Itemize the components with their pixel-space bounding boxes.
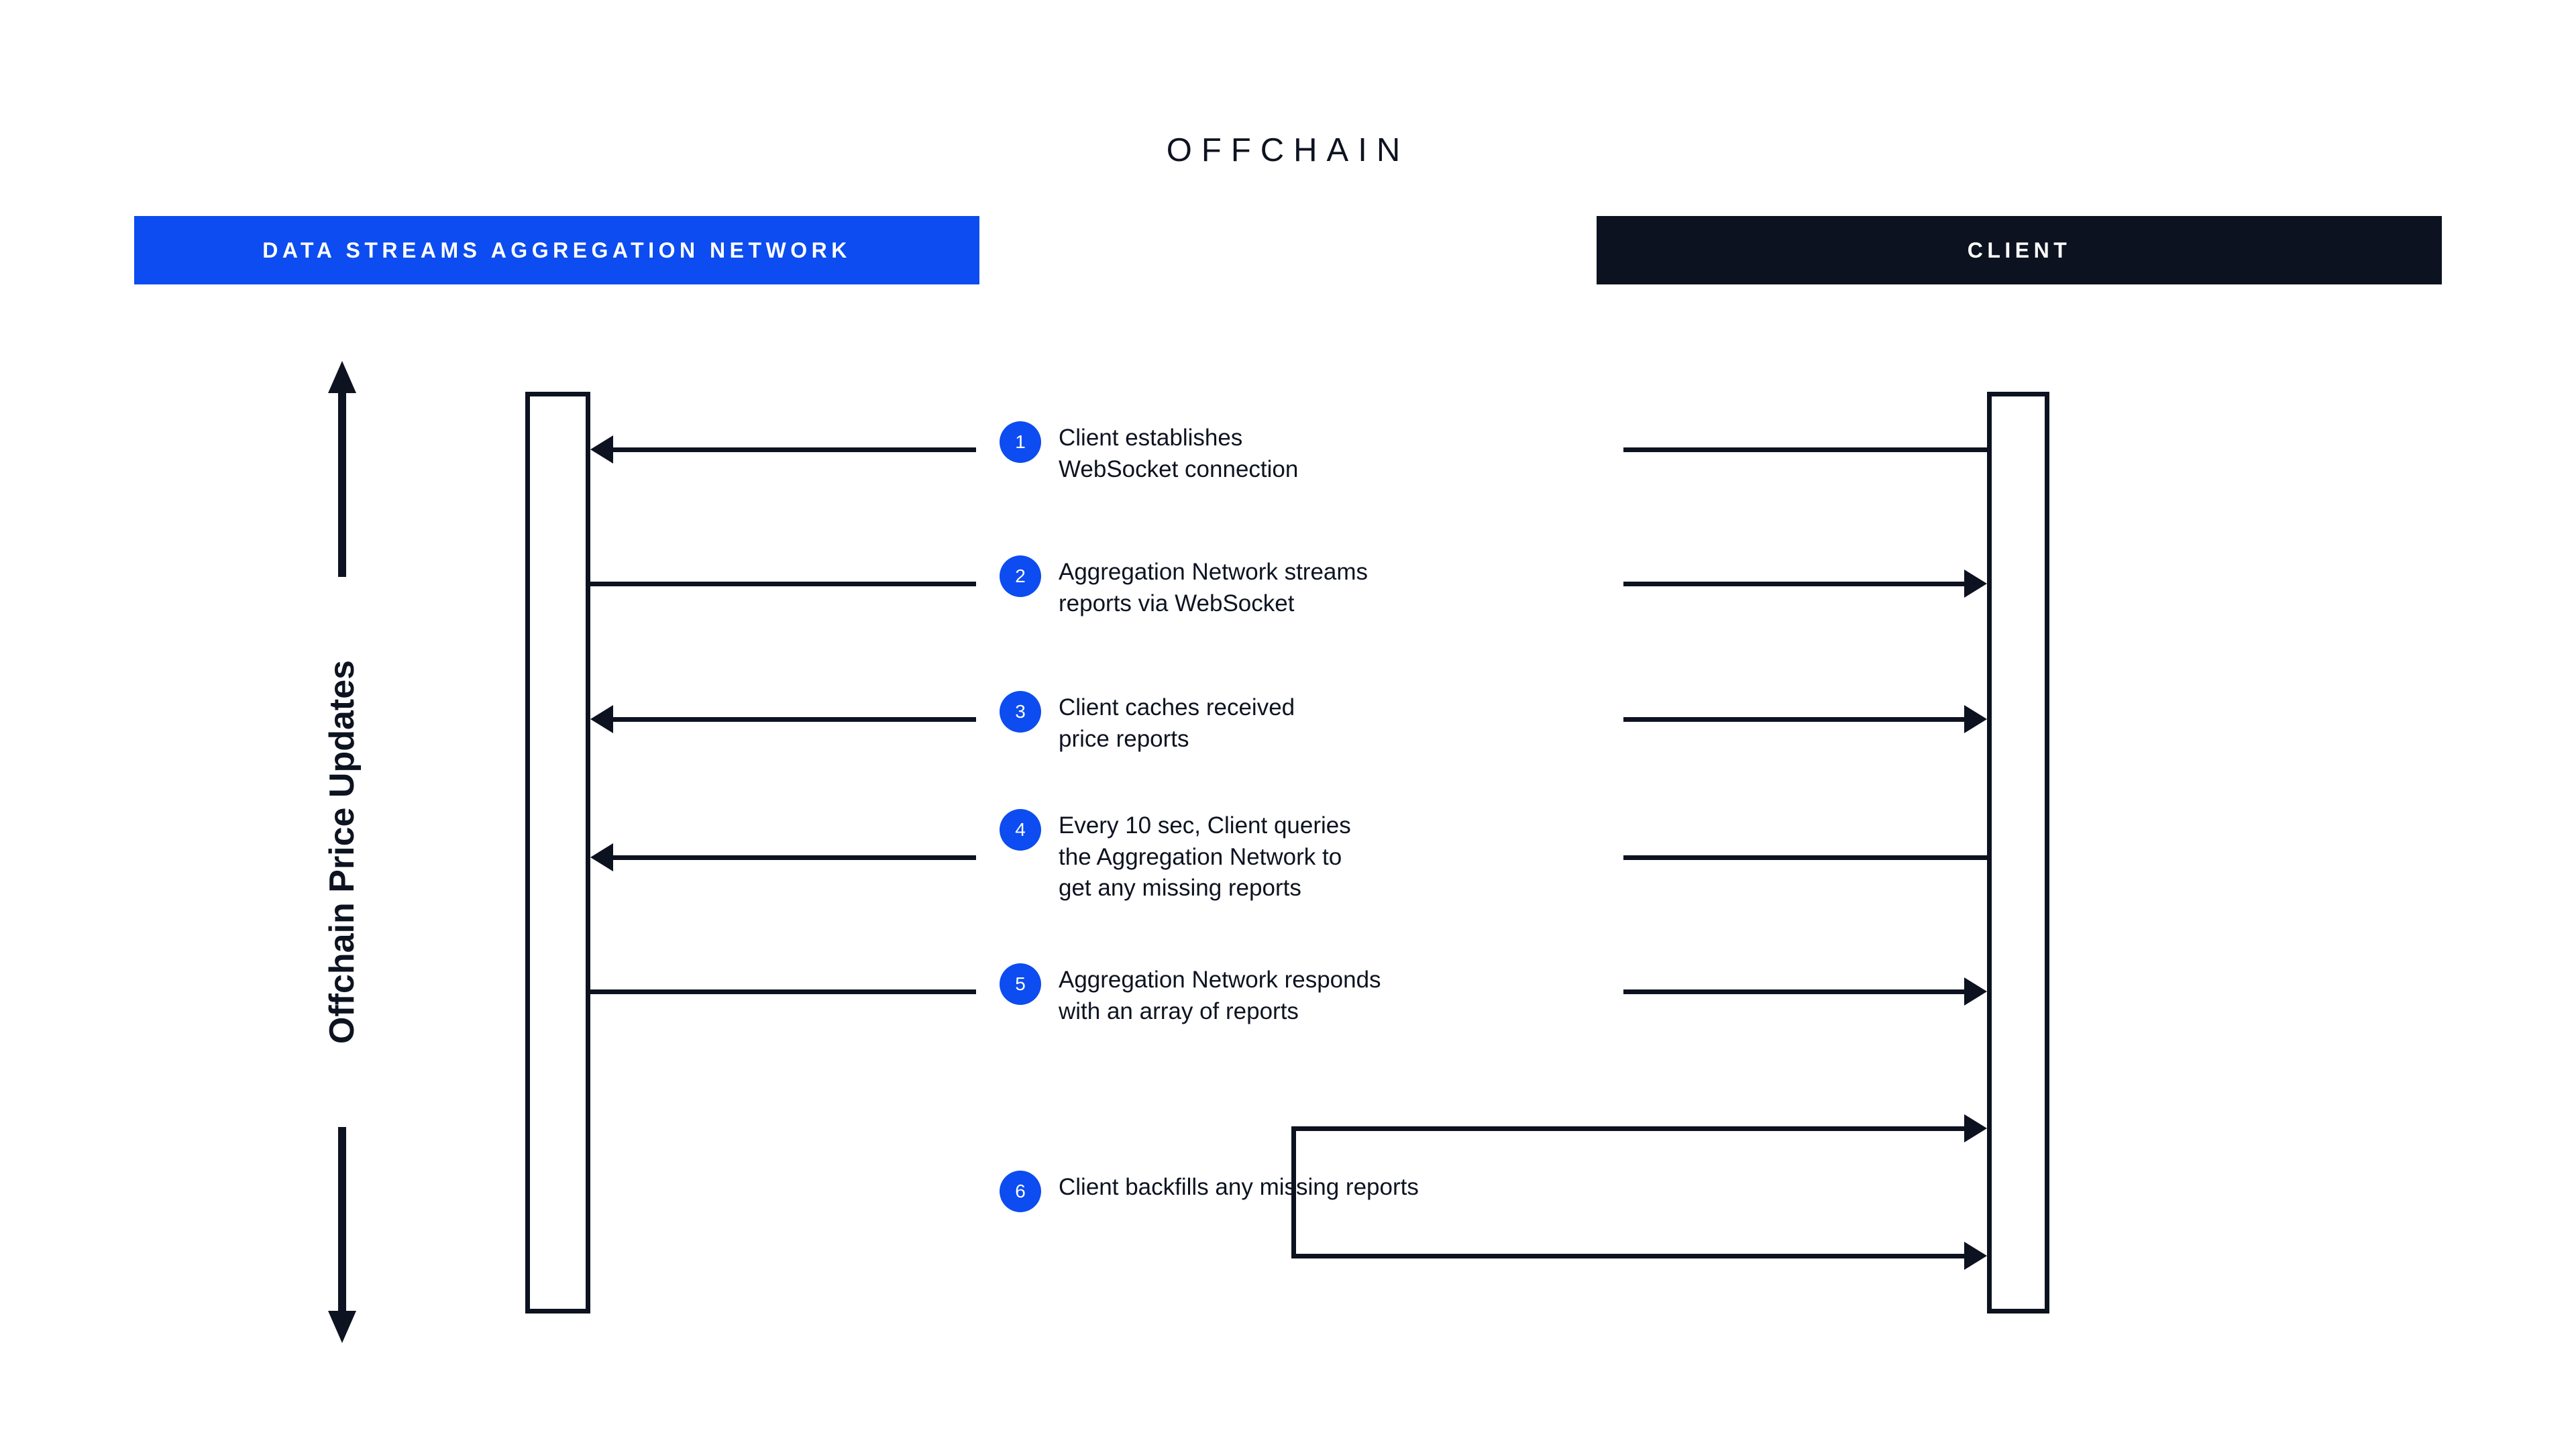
step-badge-2: 2: [1000, 555, 1041, 597]
double-arrow-icon: [328, 361, 356, 1343]
lifeline-aggregation-network: [525, 392, 590, 1313]
message-line-2-right: [1623, 582, 1964, 586]
message-line-1-right: [1623, 447, 1987, 452]
step-badge-6: 6: [1000, 1171, 1041, 1212]
arrowhead-2-right: [1964, 570, 1987, 598]
arrowhead-3-left: [590, 705, 613, 733]
actor-label-aggregation-network: DATA STREAMS AGGREGATION NETWORK: [262, 237, 851, 262]
arrowhead-4-left: [590, 843, 613, 871]
offchain-price-updates-axis: Offchain Price Updates: [288, 356, 396, 1348]
step-badge-4: 4: [1000, 809, 1041, 851]
step-6: 6 Client backfills any missing reports: [1000, 1171, 1419, 1212]
arrowhead-backfill-bottom: [1964, 1242, 1987, 1270]
actor-header-aggregation-network: DATA STREAMS AGGREGATION NETWORK: [134, 216, 979, 284]
step-caption-1: Client establishes WebSocket connection: [1059, 425, 1299, 482]
step-caption-4: Every 10 sec, Client queries the Aggrega…: [1059, 812, 1351, 902]
arrowhead-1-left: [590, 435, 613, 464]
step-5: 5 Aggregation Network responds with an a…: [1000, 963, 1381, 1027]
step-4: 4 Every 10 sec, Client queries the Aggre…: [1000, 809, 1351, 904]
backfill-bracket-bottom-stem: [1291, 1187, 1296, 1258]
page-title: OFFCHAIN: [1166, 132, 1410, 168]
arrowhead-backfill-top: [1964, 1114, 1987, 1142]
arrowhead-5-right: [1964, 977, 1987, 1006]
message-line-1-left: [613, 447, 976, 452]
message-line-4-right: [1623, 855, 1987, 860]
step-caption-5: Aggregation Network responds with an arr…: [1059, 967, 1381, 1024]
step-badge-3: 3: [1000, 691, 1041, 733]
message-line-3-right: [1623, 717, 1964, 722]
backfill-bracket-top-stem: [1291, 1128, 1296, 1199]
message-line-5-left: [590, 989, 976, 994]
step-caption-3: Client caches received price reports: [1059, 694, 1295, 752]
step-1: 1 Client establishes WebSocket connectio…: [1000, 421, 1298, 485]
step-badge-1: 1: [1000, 421, 1041, 463]
step-badge-5: 5: [1000, 963, 1041, 1005]
actor-label-client: CLIENT: [1967, 237, 2072, 262]
message-line-5-right: [1623, 989, 1964, 994]
step-3: 3 Client caches received price reports: [1000, 691, 1295, 755]
axis-label: Offchain Price Updates: [323, 659, 362, 1044]
message-line-4-left: [613, 855, 976, 860]
arrowhead-3-right: [1964, 705, 1987, 733]
step-caption-2: Aggregation Network streams reports via …: [1059, 559, 1368, 616]
step-2: 2 Aggregation Network streams reports vi…: [1000, 555, 1368, 619]
message-line-2-left: [590, 582, 976, 586]
step-caption-6: Client backfills any missing reports: [1059, 1174, 1419, 1200]
backfill-line-top: [1291, 1126, 1964, 1131]
message-line-3-left: [613, 717, 976, 722]
backfill-line-bottom: [1291, 1254, 1964, 1258]
actor-header-client: CLIENT: [1597, 216, 2442, 284]
lifeline-client: [1987, 392, 2049, 1313]
